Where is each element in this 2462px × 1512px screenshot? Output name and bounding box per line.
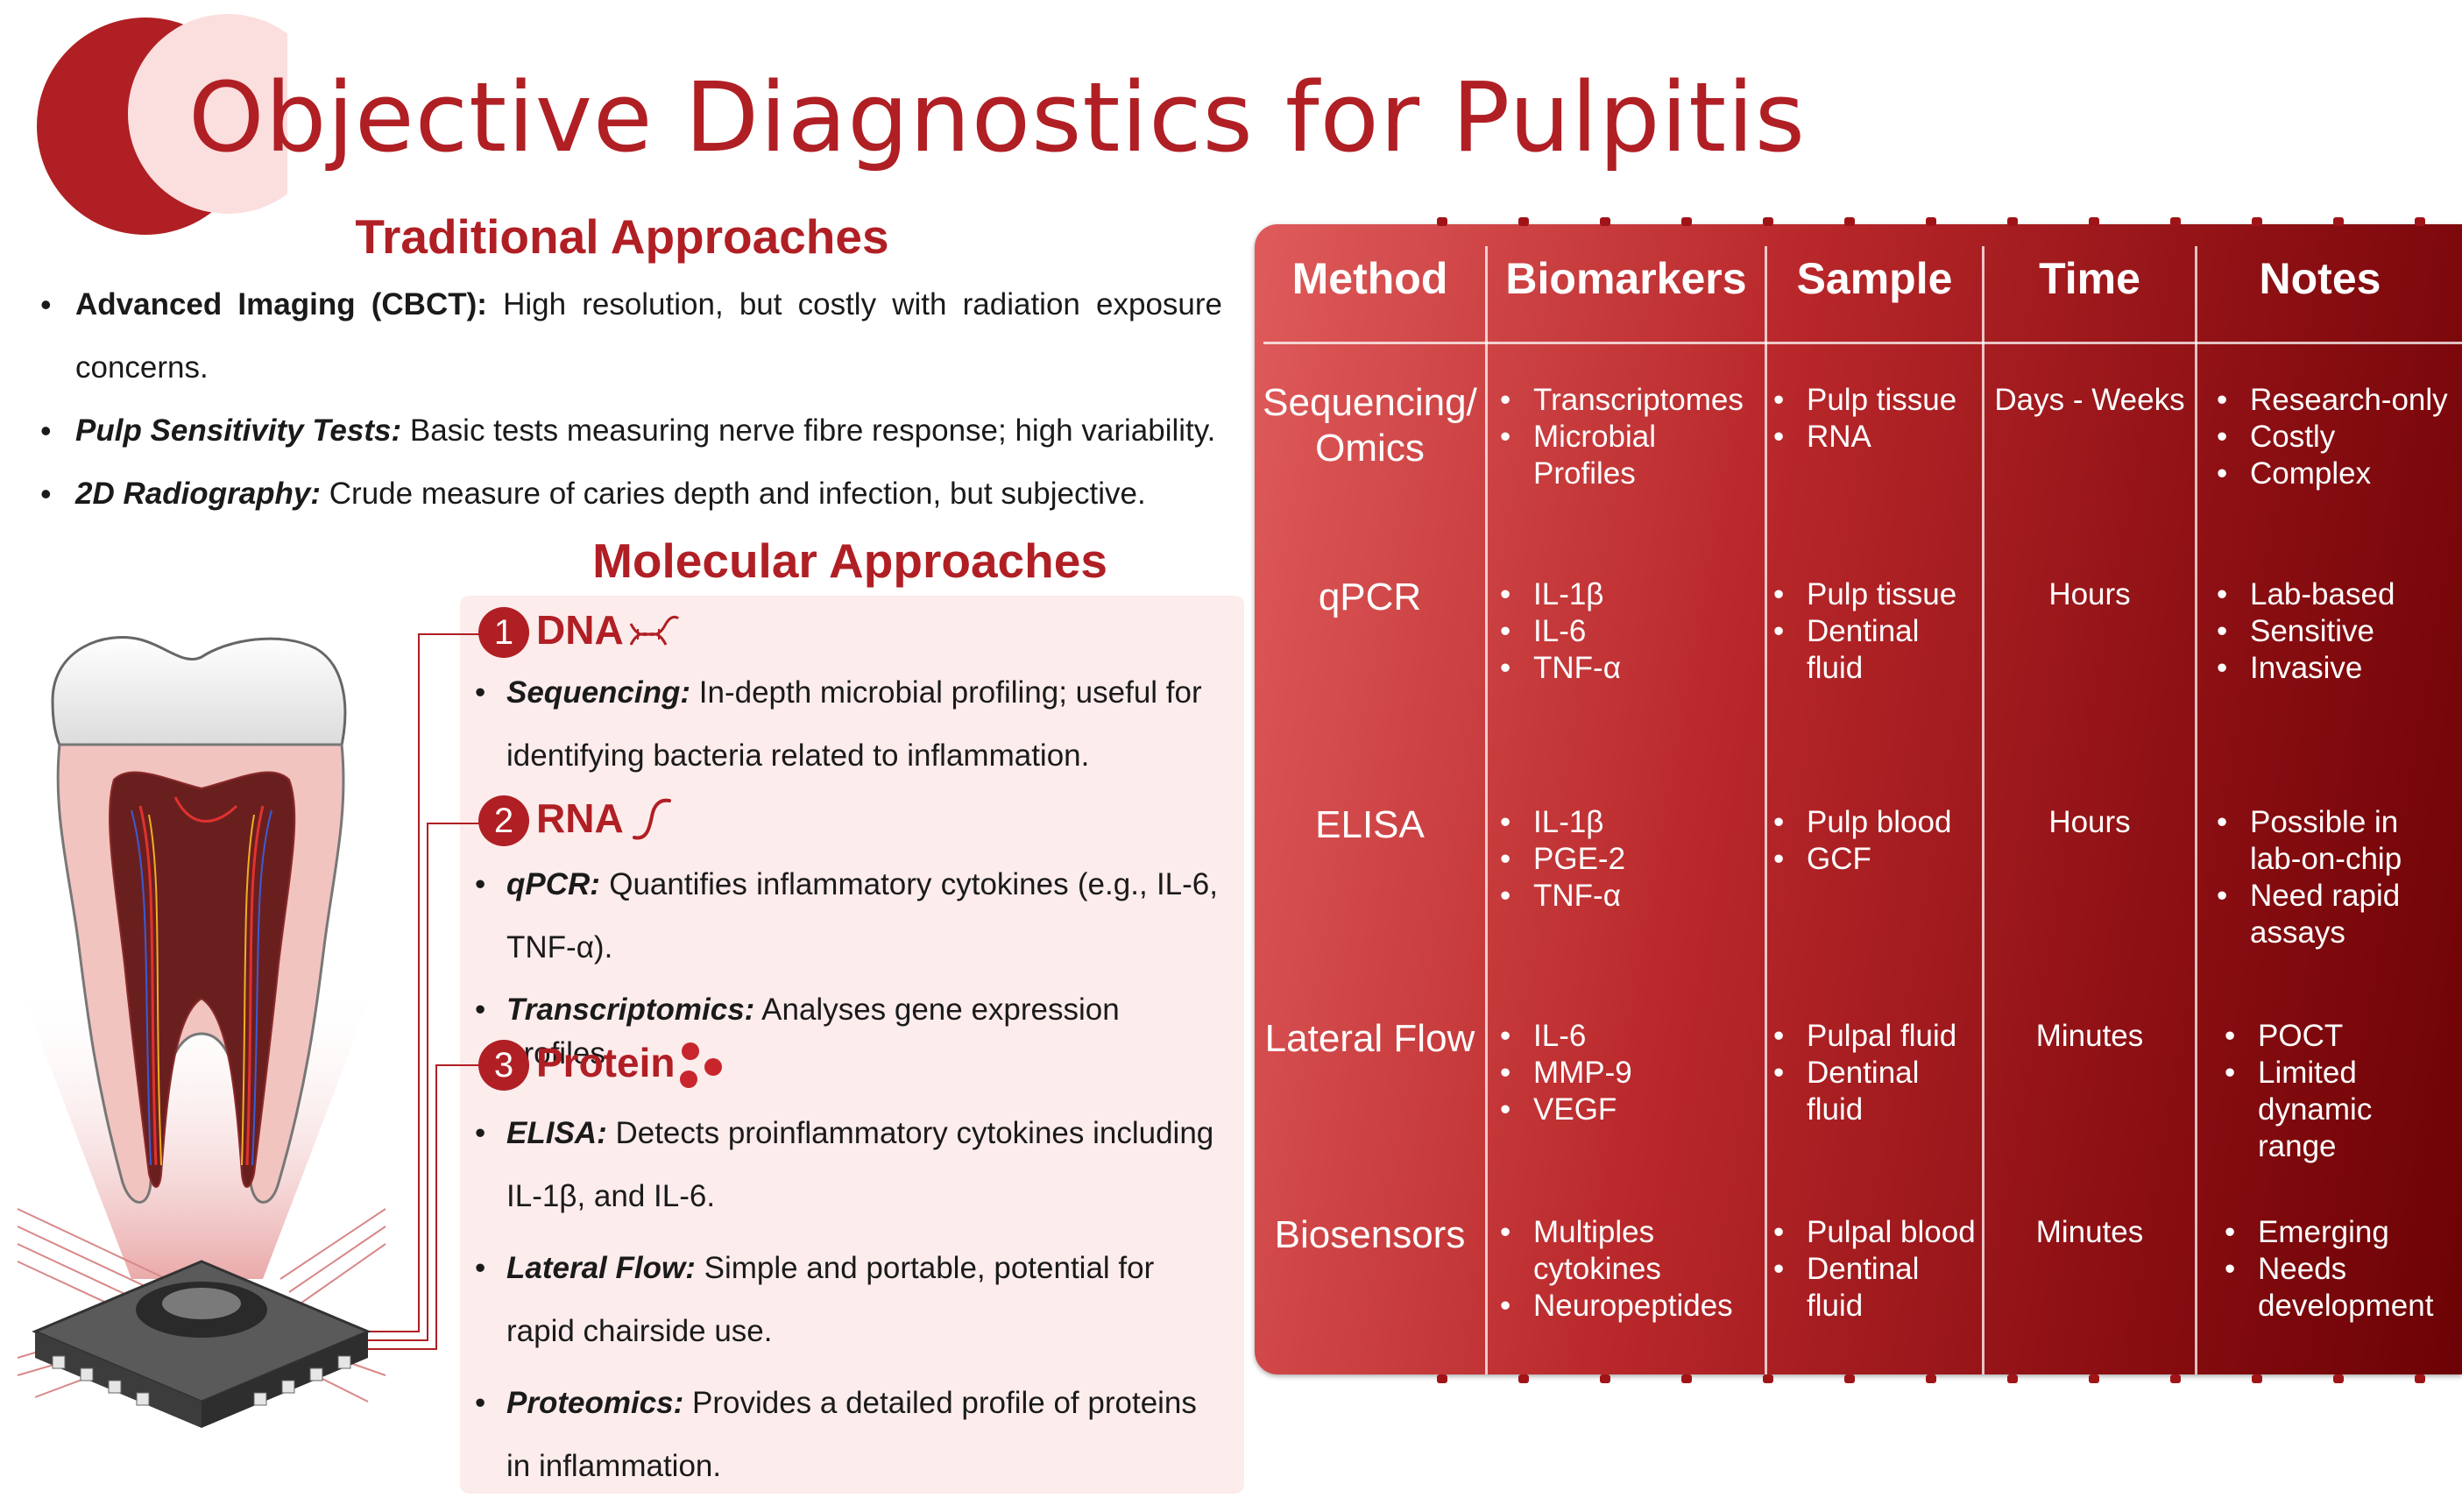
sample-cell: Pulpal bloodDentinal fluid	[1772, 1214, 1982, 1325]
traditional-list: Advanced Imaging (CBCT): High resolution…	[35, 273, 1222, 526]
section-label-rna: RNA	[536, 795, 624, 841]
protein-molecule-icon	[680, 1042, 722, 1088]
chip-pin	[1681, 217, 1692, 226]
sample-cell: Pulp tissueDentinal fluid	[1772, 576, 1982, 687]
method-cell: qPCR	[1318, 576, 1422, 618]
chip-pin	[1600, 217, 1610, 226]
biomarkers-cell: TranscriptomesMicrobial Profiles	[1498, 382, 1761, 492]
section-label-protein: Protein	[536, 1040, 676, 1085]
biomarkers-cell: IL-6MMP-9VEGF	[1498, 1018, 1761, 1128]
time-cell: Hours	[2048, 577, 2131, 611]
notes-cell: Possible in lab-on-chipNeed rapid assays	[2215, 804, 2434, 951]
chip-pin	[1600, 1374, 1610, 1383]
sample-cell: Pulp tissueRNA	[1772, 382, 1982, 456]
section-number-badge: 3	[478, 1040, 529, 1091]
chip-pin	[1763, 1374, 1773, 1383]
section-label-dna: DNA	[536, 607, 624, 653]
header-method: Method	[1291, 254, 1448, 303]
time-cell: Hours	[2048, 805, 2131, 839]
chip-pin	[2415, 1374, 2425, 1383]
chip-pin	[1844, 217, 1855, 226]
notes-cell: POCTLimited dynamic range	[2223, 1018, 2407, 1165]
chip-pin	[1763, 217, 1773, 226]
header-biomarkers: Biomarkers	[1505, 254, 1747, 303]
list-item: Lateral Flow: Simple and portable, poten…	[471, 1237, 1218, 1363]
method-cell: Lateral Flow	[1264, 1017, 1475, 1060]
chip-pin	[2170, 1374, 2181, 1383]
method-cell: ELISA	[1315, 803, 1425, 846]
rna-strand-icon	[633, 798, 671, 840]
method-cell: Biosensors	[1274, 1213, 1466, 1256]
list-item: Proteomics: Provides a detailed profile …	[471, 1372, 1218, 1498]
biomarkers-cell: IL-1βIL-6TNF-α	[1498, 576, 1761, 687]
section-number-badge: 1	[478, 607, 529, 658]
list-item: Advanced Imaging (CBCT): High resolution…	[35, 273, 1222, 399]
biomarkers-cell: IL-1βPGE-2TNF-α	[1498, 804, 1761, 915]
header-divider	[1263, 342, 2462, 344]
chip-pin	[1437, 217, 1447, 226]
time-cell: Minutes	[2035, 1215, 2144, 1249]
column-divider	[2195, 246, 2197, 1374]
column-divider	[1765, 246, 1767, 1374]
chip-pin	[2007, 1374, 2018, 1383]
chip-pin	[2333, 1374, 2344, 1383]
sample-cell: Pulp bloodGCF	[1772, 804, 1982, 878]
chip-pin	[1518, 217, 1529, 226]
section-number-badge: 2	[478, 795, 529, 846]
comparison-table: Method Biomarkers Sample Time Notes Sequ…	[1255, 224, 2462, 1374]
chip-pin	[2333, 217, 2344, 226]
notes-cell: Research-onlyCostlyComplex	[2215, 382, 2462, 492]
chip-pin	[1437, 1374, 1447, 1383]
traditional-heading: Traditional Approaches	[355, 209, 889, 264]
list-item: ELISA: Detects proinflammatory cytokines…	[471, 1102, 1218, 1228]
method-cell: Sequencing/ Omics	[1263, 381, 1477, 470]
chip-pin	[2170, 217, 2181, 226]
sample-cell: Pulpal fluidDentinal fluid	[1772, 1018, 1982, 1128]
page-title: Objective Diagnostics for Pulpitis	[188, 61, 1807, 173]
time-cell: Minutes	[2035, 1019, 2144, 1053]
header-sample: Sample	[1796, 254, 1953, 303]
notes-cell: EmergingNeeds development	[2223, 1214, 2455, 1325]
chip-pin	[1926, 217, 1936, 226]
tooth-on-chip-illustration	[17, 633, 482, 1428]
chip-pin	[2415, 217, 2425, 226]
chip-pin	[2252, 1374, 2262, 1383]
dna-list: Sequencing: In-depth microbial profiling…	[471, 661, 1218, 788]
list-item: Pulp Sensitivity Tests: Basic tests meas…	[35, 399, 1222, 463]
list-item: qPCR: Quantifies inflammatory cytokines …	[471, 853, 1218, 979]
list-item: Sequencing: In-depth microbial profiling…	[471, 661, 1218, 788]
molecular-heading: Molecular Approaches	[592, 533, 1107, 588]
time-cell: Days - Weeks	[1994, 383, 2185, 417]
chip-pin	[2089, 217, 2099, 226]
chip-pin	[1926, 1374, 1936, 1383]
chip-pin	[1844, 1374, 1855, 1383]
chip-pin	[2007, 217, 2018, 226]
header-time: Time	[2039, 254, 2140, 303]
chip-pin	[2089, 1374, 2099, 1383]
notes-cell: Lab-basedSensitiveInvasive	[2215, 576, 2462, 687]
header-notes: Notes	[2259, 254, 2381, 303]
dna-icon	[629, 615, 680, 646]
biomarkers-cell: Multiples cytokinesNeuropeptides	[1498, 1214, 1761, 1325]
protein-list: ELISA: Detects proinflammatory cytokines…	[471, 1102, 1218, 1498]
chip-pin	[2252, 217, 2262, 226]
column-divider	[1982, 246, 1984, 1374]
chip-pin	[1681, 1374, 1692, 1383]
chip-pin	[1518, 1374, 1529, 1383]
column-divider	[1485, 246, 1488, 1374]
crescent-logo-icon	[37, 14, 287, 235]
list-item: 2D Radiography: Crude measure of caries …	[35, 463, 1222, 526]
